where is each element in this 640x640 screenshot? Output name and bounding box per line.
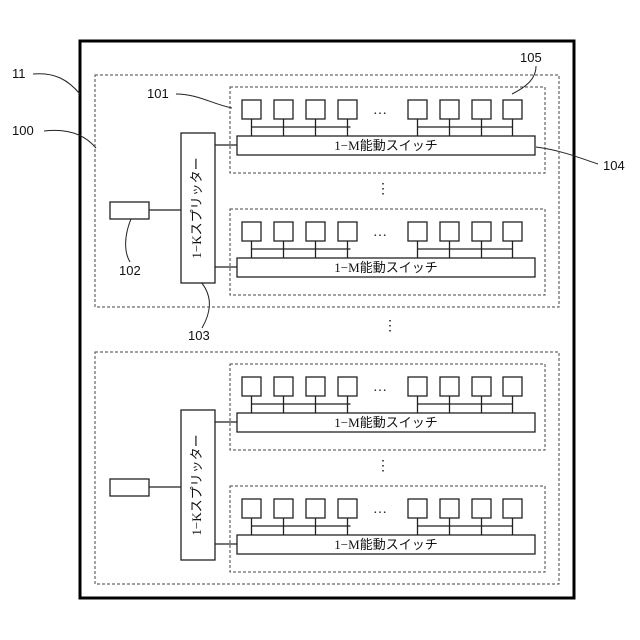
switch-block-1: … 1−M能動スイッチ bbox=[215, 87, 545, 173]
group-container: 1−Kスプリッター … 1−M能動スイッチ … 1−M能動スイッチ ⋮ 1−Kスプリッター …… bbox=[95, 75, 559, 584]
element-box-7 bbox=[472, 100, 491, 119]
element-box-7 bbox=[472, 222, 491, 241]
element-box-7 bbox=[472, 377, 491, 396]
ref-label-104: 104 bbox=[603, 158, 625, 173]
element-box-2 bbox=[274, 100, 293, 119]
element-box-5 bbox=[408, 377, 427, 396]
element-box-8 bbox=[503, 377, 522, 396]
element-box-6 bbox=[440, 499, 459, 518]
group-2: 1−Kスプリッター … 1−M能動スイッチ … 1−M能動スイッチ ⋮ bbox=[95, 352, 559, 584]
ref-label-101: 101 bbox=[147, 86, 169, 101]
element-box-8 bbox=[503, 499, 522, 518]
element-box-1 bbox=[242, 499, 261, 518]
element-box-2 bbox=[274, 222, 293, 241]
leader-100 bbox=[44, 130, 96, 148]
switch-block-2: … 1−M能動スイッチ bbox=[215, 209, 545, 295]
source-box bbox=[110, 202, 149, 219]
active-switch-label: 1−M能動スイッチ bbox=[334, 138, 437, 153]
element-box-4 bbox=[338, 222, 357, 241]
element-box-1 bbox=[242, 100, 261, 119]
ref-label-102: 102 bbox=[119, 263, 141, 278]
active-switch-label: 1−M能動スイッチ bbox=[334, 415, 437, 430]
element-ellipsis: … bbox=[373, 225, 387, 240]
element-box-8 bbox=[503, 100, 522, 119]
element-box-6 bbox=[440, 100, 459, 119]
element-box-4 bbox=[338, 499, 357, 518]
element-box-8 bbox=[503, 222, 522, 241]
element-box-1 bbox=[242, 377, 261, 396]
leader-11 bbox=[33, 74, 80, 94]
splitter-label: 1−Kスプリッター bbox=[189, 157, 204, 258]
ref-label-100: 100 bbox=[12, 123, 34, 138]
element-ellipsis: … bbox=[373, 103, 387, 118]
element-box-1 bbox=[242, 222, 261, 241]
element-box-5 bbox=[408, 499, 427, 518]
ref-label-103: 103 bbox=[188, 328, 210, 343]
element-ellipsis: … bbox=[373, 380, 387, 395]
ref-label-11: 11 bbox=[12, 66, 26, 81]
element-box-3 bbox=[306, 100, 325, 119]
splitter-label: 1−Kスプリッター bbox=[189, 434, 204, 535]
element-box-3 bbox=[306, 377, 325, 396]
element-box-5 bbox=[408, 100, 427, 119]
group-1: 1−Kスプリッター … 1−M能動スイッチ … 1−M能動スイッチ ⋮ bbox=[95, 75, 559, 307]
leader-105 bbox=[512, 66, 536, 94]
element-box-3 bbox=[306, 222, 325, 241]
element-box-5 bbox=[408, 222, 427, 241]
leader-101 bbox=[176, 94, 232, 108]
source-box bbox=[110, 479, 149, 496]
element-box-4 bbox=[338, 377, 357, 396]
element-box-6 bbox=[440, 377, 459, 396]
active-switch-label: 1−M能動スイッチ bbox=[334, 260, 437, 275]
ref-label-105: 105 bbox=[520, 50, 542, 65]
group-separator-dots: ⋮ bbox=[383, 319, 397, 334]
element-ellipsis: … bbox=[373, 502, 387, 517]
element-box-3 bbox=[306, 499, 325, 518]
element-box-2 bbox=[274, 499, 293, 518]
outer-frame bbox=[80, 41, 574, 598]
switch-block-separator-dots: ⋮ bbox=[376, 182, 390, 197]
element-box-4 bbox=[338, 100, 357, 119]
active-switch-label: 1−M能動スイッチ bbox=[334, 537, 437, 552]
element-box-7 bbox=[472, 499, 491, 518]
switch-block-1: … 1−M能動スイッチ bbox=[215, 364, 545, 450]
leader-102 bbox=[126, 219, 131, 262]
leader-103 bbox=[201, 282, 209, 328]
switch-block-separator-dots: ⋮ bbox=[376, 459, 390, 474]
switch-block-2: … 1−M能動スイッチ bbox=[215, 486, 545, 572]
element-box-6 bbox=[440, 222, 459, 241]
element-box-2 bbox=[274, 377, 293, 396]
